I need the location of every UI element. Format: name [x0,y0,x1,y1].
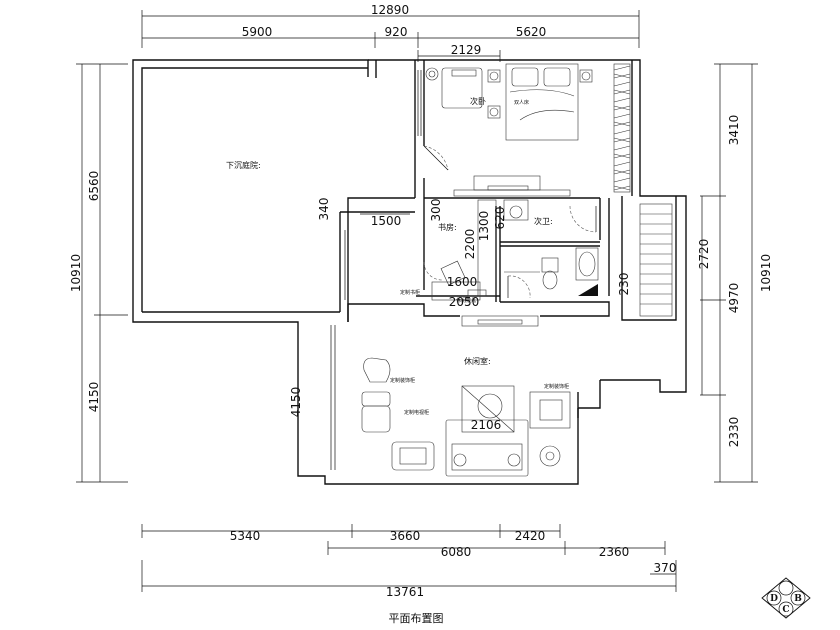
dim-inner-2106: 2106 [471,418,502,432]
dim-inner-620: 620 [493,207,507,230]
label-second-bedroom: 次卧 [470,96,486,106]
dim-left-upper: 6560 [87,171,101,202]
note-tv-cabinet: 定制电视柜 [404,409,429,416]
dim-bottom-370: 370 [654,561,677,575]
dim-inner-340: 340 [317,198,331,221]
dim-bottom-total: 13761 [386,585,424,599]
staircase [639,203,673,317]
dim-top-right: 5620 [516,25,547,39]
label-second-bath: 次卫: [534,216,553,226]
dim-inner-1600: 1600 [447,275,478,289]
company-logo: D B C [761,577,811,619]
dim-bottom-3660: 3660 [390,529,421,543]
lounge-furniture [361,315,571,477]
dim-right-mid: 2720 [697,239,711,270]
bathroom-fixtures [504,247,599,296]
top-dimension-lines [141,10,640,62]
dim-inner-2050: 2050 [449,295,480,309]
dim-bedroom-width: 2129 [451,43,482,57]
note-tea-table: 休闲茶几 [456,297,476,304]
doors [423,145,597,299]
dim-left-lower: 4150 [87,382,101,413]
dim-right-span: 4970 [727,283,741,314]
right-dimension-lines [700,63,758,483]
dim-bottom-5340: 5340 [230,529,261,543]
dim-top-mid: 920 [385,25,408,39]
bottom-dimension-lines [141,524,677,592]
exterior-walls [132,59,687,485]
dim-inner-1300: 1300 [477,211,491,242]
left-dimension-lines [76,63,128,483]
label-sunken-courtyard: 下沉庭院: [226,160,261,170]
dim-top-left: 5900 [242,25,273,39]
logo-letter-d: D [770,594,778,604]
windows [330,70,422,470]
logo-letter-b: B [794,594,802,604]
study-furniture [431,199,529,301]
drawing-caption: 平面布置图 [389,612,444,625]
dim-right-total: 10910 [759,254,773,292]
dim-right-lower: 2330 [727,417,741,448]
logo-letter-c: C [782,605,789,615]
dim-bottom-2420: 2420 [515,529,546,543]
dim-left-total: 10910 [69,254,83,292]
dim-inner-2200: 2200 [463,229,477,260]
note-decor-cabinet: 定制装饰柜 [390,377,415,384]
label-study: 书房: [438,222,457,232]
label-lounge: 休闲室: [464,356,491,366]
dim-right-upper: 3410 [727,115,741,146]
dim-inner-1500: 1500 [371,214,402,228]
bedroom-furniture [425,63,631,197]
dim-bottom-6080: 6080 [441,545,472,559]
label-bed: 双人床 [514,99,529,106]
dim-top-total: 12890 [371,3,409,17]
dim-inner-4150: 4150 [289,387,303,418]
note-bookcase: 定制书柜 [400,289,420,296]
note-decor-cabinet-2: 定制装饰柜 [544,383,569,390]
dim-inner-230: 230 [617,273,631,296]
dim-bottom-2360: 2360 [599,545,630,559]
dim-inner-300: 300 [429,199,443,222]
